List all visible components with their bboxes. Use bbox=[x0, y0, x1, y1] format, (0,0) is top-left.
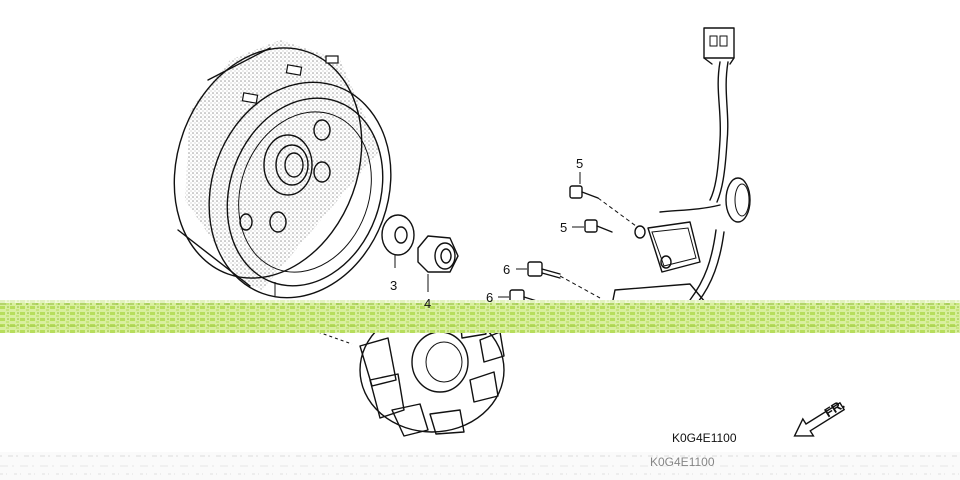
washer bbox=[381, 214, 415, 268]
diagram-code: K0G4E1100 bbox=[672, 431, 737, 445]
screw-upper bbox=[569, 185, 637, 227]
callout-5-upper: 5 bbox=[576, 156, 583, 171]
pulse-generator bbox=[634, 221, 701, 273]
front-direction-arrow: FR. bbox=[793, 396, 847, 437]
flange-nut bbox=[417, 235, 459, 292]
scan-artifact-band bbox=[0, 300, 960, 333]
callout-6-upper: 6 bbox=[503, 262, 510, 277]
diagram-code-ghost: K0G4E1100 bbox=[650, 455, 715, 469]
bolt-upper bbox=[527, 261, 601, 299]
callout-6-lower: 6 bbox=[486, 290, 493, 305]
scan-artifact-bottom bbox=[0, 452, 960, 480]
callout-3: 3 bbox=[390, 278, 397, 293]
callout-5-lower: 5 bbox=[560, 220, 567, 235]
flywheel-rotor bbox=[173, 40, 392, 299]
screw-lower bbox=[584, 219, 613, 233]
wire-harness bbox=[659, 61, 751, 303]
callout-4: 4 bbox=[424, 296, 431, 311]
harness-connector bbox=[703, 27, 735, 65]
